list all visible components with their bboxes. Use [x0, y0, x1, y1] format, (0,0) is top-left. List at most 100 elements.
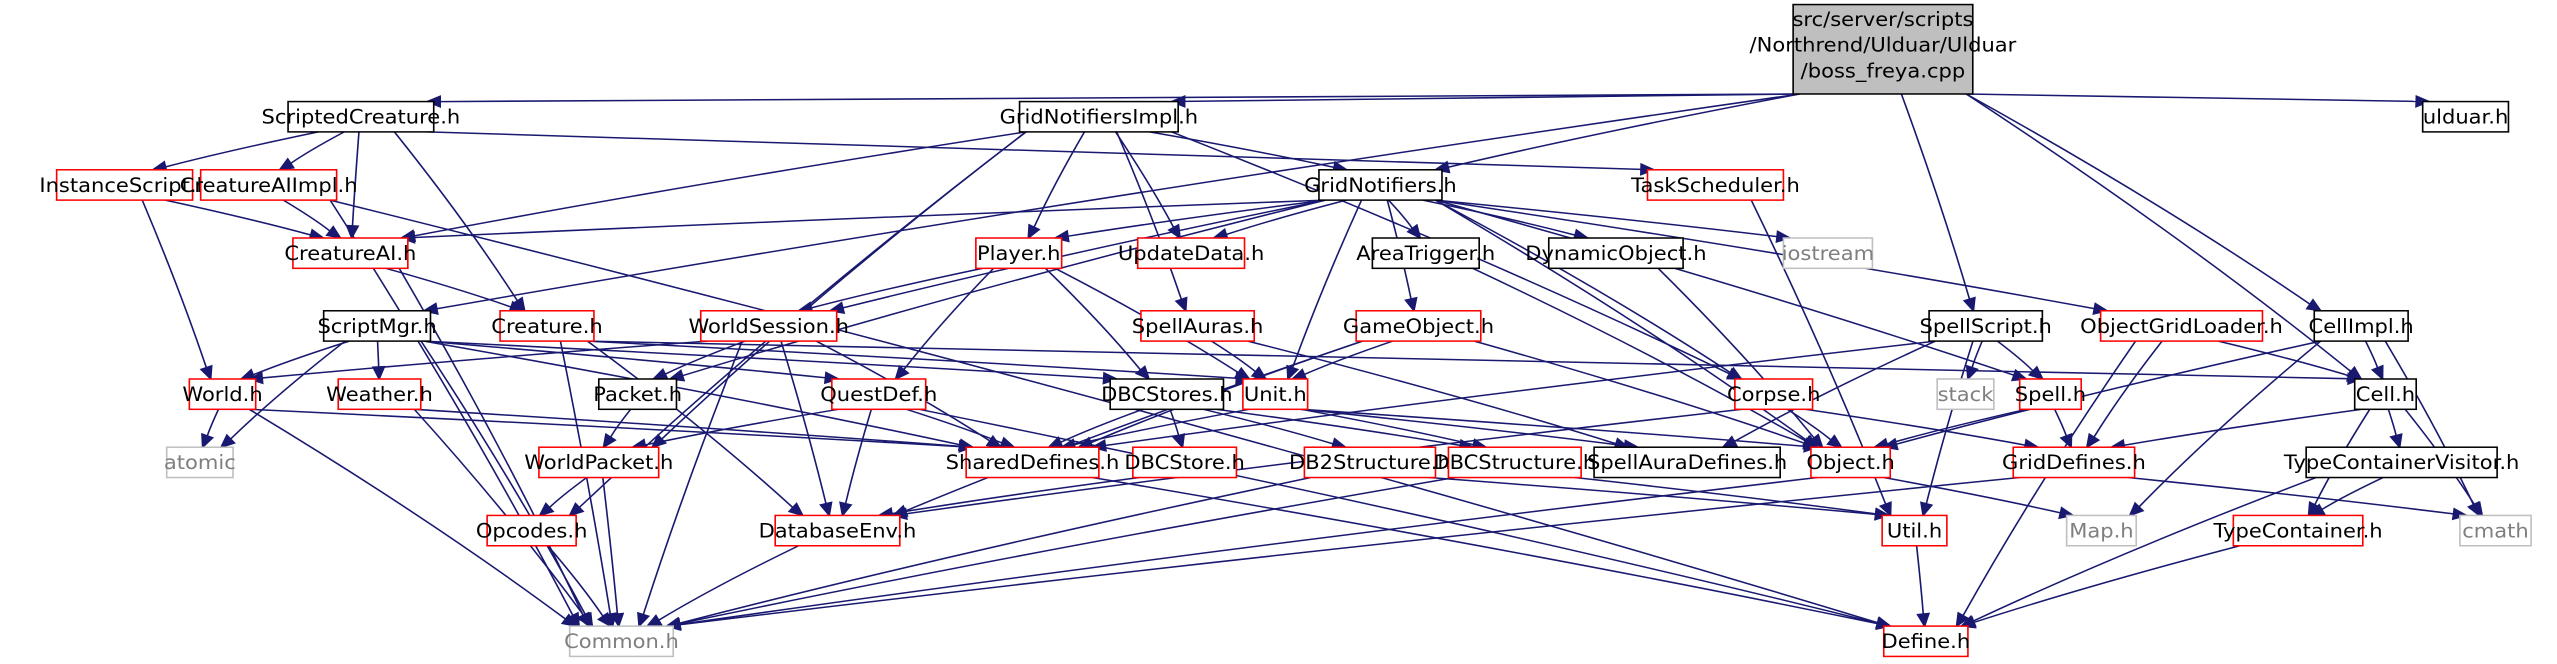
- edge-spell-to-griddefines: [2053, 409, 2073, 449]
- node-label: DBCStore.h: [1124, 451, 1245, 474]
- header-node-questdef[interactable]: QuestDef.h: [820, 378, 937, 411]
- header-node-databaseenv[interactable]: DatabaseEnv.h: [759, 514, 917, 547]
- header-node-player[interactable]: Player.h: [975, 237, 1063, 270]
- edge-cellimpl-to-map: [2128, 340, 2322, 517]
- header-node-corpse[interactable]: Corpse.h: [1727, 378, 1820, 411]
- node-label: Object.h: [1806, 451, 1895, 474]
- header-node-packet[interactable]: Packet.h: [593, 378, 682, 411]
- node-label: GridNotifiers.h: [1304, 173, 1457, 196]
- header-node-gridnotifiers[interactable]: GridNotifiers.h: [1304, 169, 1457, 201]
- node-label: SpellAuras.h: [1132, 314, 1264, 337]
- edge-world-to-common: [248, 408, 578, 628]
- edge-gridnotifiers-to-areatrigger: [1387, 199, 1422, 240]
- edge-scriptmgr-to-common: [420, 340, 594, 628]
- header-node-creatureai[interactable]: CreatureAI.h: [284, 237, 416, 270]
- header-node-iostream[interactable]: iostream: [1782, 237, 1874, 270]
- edge-gridnotifiers-to-spell: [1435, 199, 2029, 382]
- header-node-worldpacket[interactable]: WorldPacket.h: [524, 446, 673, 479]
- node-label: Define.h: [1882, 630, 1971, 653]
- header-node-dbcstore[interactable]: DBCStore.h: [1124, 446, 1245, 479]
- edge-scriptmgr-to-atomic: [219, 340, 346, 449]
- header-node-dbcstructure[interactable]: DBCStructure.h: [1433, 446, 1596, 479]
- header-node-scriptedcreature[interactable]: ScriptedCreature.h: [262, 100, 461, 133]
- header-node-worldsession[interactable]: WorldSession.h: [688, 310, 849, 342]
- node-label: cmath: [2462, 519, 2529, 542]
- edge-griddefines-to-cmath: [2128, 476, 2469, 521]
- header-node-spellauras[interactable]: SpellAuras.h: [1132, 310, 1264, 342]
- header-node-ulduar[interactable]: ulduar.h: [2421, 100, 2510, 133]
- header-node-creatureaiimpl[interactable]: CreatureAIImpl.h: [180, 169, 358, 201]
- header-node-areatrigger[interactable]: AreaTrigger.h: [1356, 237, 1495, 270]
- header-node-objectgridloader[interactable]: ObjectGridLoader.h: [2080, 310, 2283, 342]
- header-node-gridnotifiersimpl[interactable]: GridNotifiersImpl.h: [1000, 100, 1199, 133]
- edge-gridnotifiers-to-iostream: [1435, 199, 1792, 244]
- root-file-node[interactable]: src/server/scripts /Northrend/Ulduar/Uld…: [1750, 3, 2017, 95]
- node-label: Packet.h: [593, 383, 682, 406]
- header-node-common[interactable]: Common.h: [564, 625, 679, 658]
- edge-root-to-cellimpl: [1965, 93, 2323, 312]
- edge-typecontainer-to-define: [1959, 545, 2241, 629]
- header-node-stack[interactable]: stack: [1936, 378, 1995, 411]
- edge-root-to-spellscript: [1900, 93, 1976, 313]
- node-label: Player.h: [977, 242, 1061, 265]
- node-label: Cell.h: [2356, 383, 2415, 406]
- edge-db2structure-to-util: [1428, 476, 1891, 521]
- header-node-dynamicobject[interactable]: DynamicObject.h: [1525, 237, 1707, 270]
- edge-scriptedcreature-to-creatureaiimpl: [277, 131, 345, 171]
- edge-instancescript-to-creatureai: [165, 199, 326, 242]
- header-node-spell[interactable]: Spell.h: [2015, 378, 2086, 411]
- edge-world-to-shareddefines: [249, 408, 975, 453]
- edge-gridnotifiersimpl-to-spellauras: [1115, 131, 1188, 313]
- root-label-line-2: /Northrend/Ulduar/Ulduar: [1750, 33, 2017, 56]
- header-node-unit[interactable]: Unit.h: [1242, 378, 1309, 411]
- edge-corpse-to-object: [1787, 408, 1843, 449]
- header-node-atomic[interactable]: atomic: [164, 446, 236, 479]
- node-label: SharedDefines.h: [946, 451, 1120, 474]
- header-node-util[interactable]: Util.h: [1881, 514, 1948, 547]
- header-node-object[interactable]: Object.h: [1806, 446, 1895, 479]
- header-node-world[interactable]: World.h: [182, 378, 263, 411]
- node-label: DB2Structure.h: [1289, 451, 1451, 474]
- edge-gridnotifiersimpl-to-gridnotifiers: [1149, 131, 1349, 174]
- header-node-db2structure[interactable]: DB2Structure.h: [1289, 446, 1451, 479]
- header-node-scriptmgr[interactable]: ScriptMgr.h: [317, 310, 437, 342]
- node-label: ulduar.h: [2423, 105, 2508, 128]
- edge-scriptedcreature-to-creatureai: [345, 131, 360, 240]
- header-node-creature[interactable]: Creature.h: [491, 310, 603, 342]
- node-label: CellImpl.h: [2309, 314, 2414, 337]
- header-node-cmath[interactable]: cmath: [2459, 514, 2532, 547]
- header-node-weather[interactable]: Weather.h: [326, 378, 433, 411]
- header-node-spellscript[interactable]: SpellScript.h: [1920, 310, 2052, 342]
- edge-objectgridloader-to-cell: [2218, 340, 2364, 382]
- header-node-typecontainer[interactable]: TypeContainer.h: [2212, 514, 2383, 547]
- edge-gridnotifiers-to-player: [1053, 199, 1326, 243]
- edge-scriptmgr-to-world: [239, 340, 350, 381]
- header-node-instancescript[interactable]: InstanceScript.h: [39, 169, 210, 201]
- header-node-updatedata[interactable]: UpdateData.h: [1118, 237, 1264, 270]
- edge-worldsession-to-common: [637, 340, 743, 628]
- edge-world-to-atomic: [201, 409, 220, 449]
- node-label: GridNotifiersImpl.h: [1000, 105, 1199, 128]
- node-label: CreatureAI.h: [284, 242, 416, 265]
- node-label: AreaTrigger.h: [1356, 242, 1495, 265]
- edge-gameobject-to-unit: [1290, 340, 1394, 381]
- header-node-gameobject[interactable]: GameObject.h: [1343, 310, 1494, 342]
- node-label: Opcodes.h: [476, 519, 588, 542]
- edge-root-to-gridnotifiers: [1433, 93, 1800, 174]
- edge-scriptmgr-to-weather: [371, 341, 386, 381]
- header-node-opcodes[interactable]: Opcodes.h: [476, 514, 588, 547]
- header-node-shareddefines[interactable]: SharedDefines.h: [946, 446, 1120, 479]
- header-node-dbcstores[interactable]: DBCStores.h: [1101, 378, 1233, 411]
- header-node-typecontainervisitor[interactable]: TypeContainerVisitor.h: [2283, 446, 2520, 479]
- node-label: GridDefines.h: [2002, 451, 2146, 474]
- node-label: CreatureAIImpl.h: [180, 173, 358, 196]
- header-node-spellauradefines[interactable]: SpellAuraDefines.h: [1587, 446, 1787, 479]
- header-node-cell[interactable]: Cell.h: [2353, 378, 2418, 411]
- header-node-cellimpl[interactable]: CellImpl.h: [2309, 310, 2414, 342]
- header-node-taskscheduler[interactable]: TaskScheduler.h: [1630, 169, 1800, 201]
- edge-creature-to-cell: [587, 340, 2364, 386]
- edge-worldpacket-to-common: [602, 477, 625, 628]
- header-node-define[interactable]: Define.h: [1882, 625, 1971, 658]
- header-node-griddefines[interactable]: GridDefines.h: [2002, 446, 2146, 479]
- header-node-map[interactable]: Map.h: [2065, 514, 2138, 547]
